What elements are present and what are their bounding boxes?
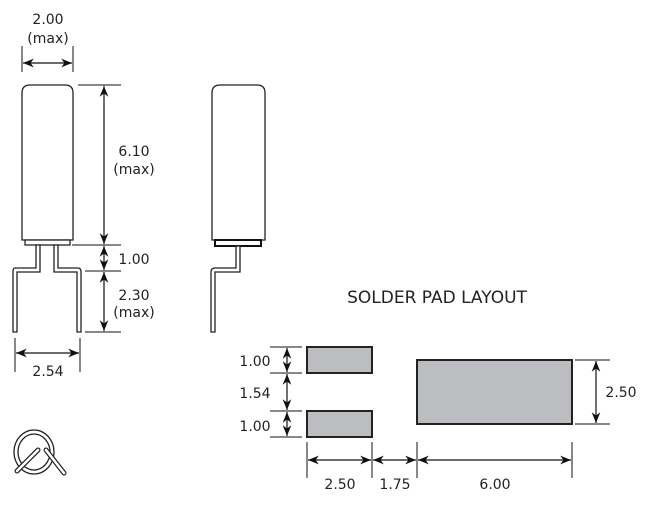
- left-lead: [12, 244, 41, 333]
- small-pad-width-label: 2.50: [324, 477, 355, 493]
- width-note: (max): [27, 31, 68, 47]
- dim-heights: 6.10 (max) 1.00 2.30 (max): [72, 84, 155, 333]
- large-pad: [416, 359, 573, 425]
- dim-width: 2.00 (max): [21, 12, 74, 72]
- small-pad-top: [306, 346, 373, 374]
- side-view: [210, 84, 266, 333]
- pad-gap-label: 1.54: [239, 386, 270, 402]
- small-pad-height-bottom-label: 1.00: [239, 419, 270, 435]
- lead-length-label: 2.30: [118, 288, 149, 304]
- pad-dims-horizontal: 2.50 1.75 6.00: [306, 442, 573, 493]
- height-note: (max): [113, 162, 154, 178]
- side-body: [211, 84, 266, 241]
- large-pad-width-label: 6.00: [479, 477, 510, 493]
- solder-pad-title: SOLDER PAD LAYOUT: [347, 288, 527, 308]
- bottom-view: [13, 429, 67, 476]
- small-pad-height-top-label: 1.00: [239, 354, 270, 370]
- side-base-plate: [214, 239, 262, 247]
- large-pad-height-label: 2.50: [605, 385, 636, 401]
- pad-spacing-label: 1.75: [379, 477, 410, 493]
- width-label: 2.00: [32, 12, 63, 28]
- front-view: [12, 84, 82, 333]
- pad-dims-vertical: 1.00 1.54 1.00 2.50: [239, 346, 637, 438]
- base-plate: [24, 239, 71, 246]
- side-lead: [210, 245, 241, 333]
- lead-length-note: (max): [113, 305, 154, 321]
- pitch-label: 2.54: [32, 364, 63, 380]
- crystal-body: [21, 84, 74, 241]
- right-lead: [53, 244, 82, 333]
- solder-pads: [306, 346, 573, 438]
- small-pad-bottom: [306, 410, 373, 438]
- dim-pitch: 2.54: [14, 338, 81, 380]
- height-label: 6.10: [118, 144, 149, 160]
- standoff-label: 1.00: [118, 252, 149, 268]
